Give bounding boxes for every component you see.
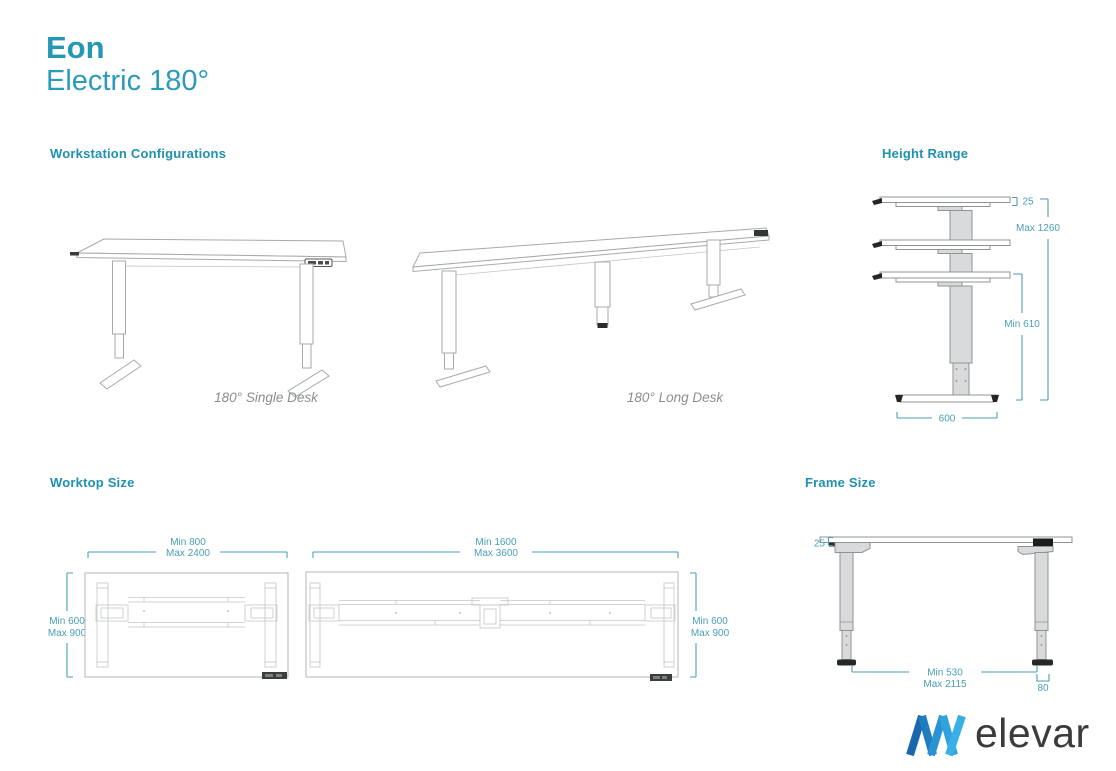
heading-worktop-size: Worktop Size	[50, 475, 135, 490]
brand-logo: elevar	[905, 710, 1090, 757]
frame-right-leg	[1032, 552, 1053, 666]
worktop-single-frame	[84, 572, 289, 679]
product-variant: Electric 180°	[46, 64, 210, 97]
long-desk-caption: 180° Long Desk	[626, 390, 724, 405]
dim-label-width-max: Max 2115	[923, 679, 967, 690]
height-range-dimensions: 25 Max 1260 Min 610 600	[896, 197, 1060, 425]
dim-label-depth-max: Max 900	[691, 628, 730, 639]
frame-size-drawing: 25 Min 530 Max 2115 80	[814, 536, 1073, 694]
frame-left-leg	[837, 552, 856, 666]
dim-label-base-width: 600	[939, 414, 956, 425]
worktop-single-drawing: Min 800 Max 2400 Min 600 Max 900	[48, 537, 289, 679]
elevar-logo-text: elevar	[975, 710, 1090, 756]
dim-label-width-max: Max 3600	[474, 548, 518, 559]
single-desk-caption: 180° Single Desk	[214, 390, 318, 405]
single-desk-left-leg	[99, 260, 142, 390]
dim-label-foot-width: 80	[1037, 683, 1049, 694]
long-desk-left-leg	[435, 270, 491, 388]
dim-label-width-min: Min 1600	[475, 537, 517, 548]
height-range-drawing: 25 Max 1260 Min 610 600	[872, 196, 1060, 425]
dim-label-width-min: Min 530	[927, 668, 963, 679]
worktop-long-frame	[305, 571, 679, 681]
dim-label-width-max: Max 2400	[166, 548, 210, 559]
dim-label-top-thickness: 25	[1023, 197, 1035, 208]
dim-label-depth-min: Min 600	[692, 616, 728, 627]
heading-workstation-configurations: Workstation Configurations	[50, 146, 227, 161]
frame-top	[819, 536, 1073, 556]
worktop-long-depth-dimension: Min 600 Max 900	[690, 572, 730, 678]
page-title-block: Eon Electric 180°	[46, 30, 210, 98]
single-desk-top	[70, 238, 347, 268]
heading-frame-size: Frame Size	[805, 475, 876, 490]
long-desk-drawing	[412, 227, 770, 388]
worktop-long-width-dimension: Min 1600 Max 3600	[312, 537, 679, 559]
height-range-worktops	[872, 196, 1011, 287]
dim-label-depth-max: Max 900	[48, 628, 87, 639]
dim-label-min-height: Min 610	[1004, 319, 1040, 330]
long-desk-top	[412, 227, 770, 277]
dim-label-top-thickness: 25	[814, 539, 826, 550]
long-desk-right-leg	[690, 239, 746, 311]
worktop-long-drawing: Min 1600 Max 3600 Min 600 Max 900	[305, 537, 730, 681]
worktop-single-depth-dimension: Min 600 Max 900	[48, 572, 87, 678]
product-name: Eon	[46, 30, 105, 65]
dim-label-max-height: Max 1260	[1016, 223, 1060, 234]
elevar-logo-icon	[906, 714, 966, 756]
dim-label-width-min: Min 800	[170, 537, 206, 548]
heading-height-range: Height Range	[882, 146, 969, 161]
height-range-column	[895, 285, 999, 403]
dim-label-depth-min: Min 600	[49, 616, 85, 627]
worktop-single-width-dimension: Min 800 Max 2400	[87, 537, 288, 559]
frame-dimensions: 25 Min 530 Max 2115 80	[814, 536, 1050, 694]
long-desk-middle-leg	[594, 261, 611, 328]
single-desk-right-leg	[287, 263, 330, 398]
single-desk-drawing	[70, 238, 347, 398]
